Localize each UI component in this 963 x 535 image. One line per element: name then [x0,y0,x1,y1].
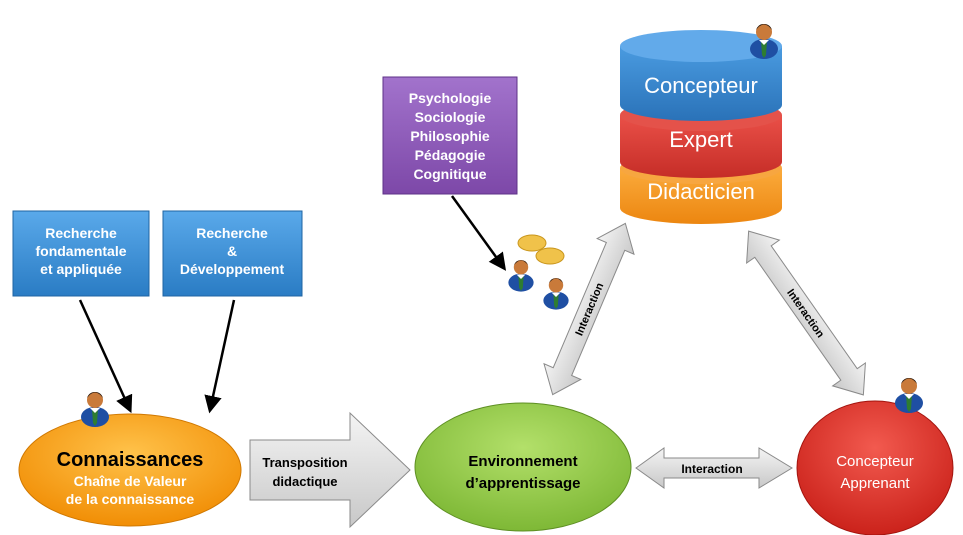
research-development-line-3: Développement [180,261,285,277]
stack-didacticien-label: Didacticien [647,179,755,204]
discipline-pedagogie: Pédagogie [415,147,486,163]
environnement-ellipse: Environnement d’apprentissage [414,402,632,532]
connaissances-title: Connaissances [57,449,204,471]
role-stack: Concepteur Expert Didacticien [620,30,782,224]
research-development-line-2: & [227,243,237,259]
interaction-arrow-right: Interaction [746,230,866,396]
person-icon [81,392,109,427]
apprenant-circle: Concepteur Apprenant [796,400,954,535]
stack-expert-label: Expert [669,127,733,152]
apprenant-line-2: Apprenant [840,475,910,492]
research-fundamental-line-2: fondamentale [35,243,126,259]
transposition-line-2: didactique [272,474,337,489]
transposition-arrow: Transposition didactique [249,411,411,529]
research-fundamental-line-3: et appliquée [40,261,122,277]
stack-concepteur-label: Concepteur [644,73,758,98]
connaissances-ellipse: Connaissances Chaîne de Valeur de la con… [18,413,242,527]
discipline-cognitique: Cognitique [413,166,486,182]
interaction-arrow-left: Interaction [543,222,635,396]
interaction-bottom-label: Interaction [681,462,742,476]
connector-research-development [204,299,236,414]
research-fundamental-line-1: Recherche [45,225,117,241]
discipline-psychologie: Psychologie [409,90,492,106]
discipline-sociologie: Sociologie [415,109,486,125]
research-development-line-1: Recherche [196,225,268,241]
discipline-philosophie: Philosophie [410,128,490,144]
environnement-line-1: Environnement [468,453,577,470]
transposition-line-1: Transposition [262,455,347,470]
research-fundamental-box: Recherche fondamentale et appliquée [12,210,150,297]
connaissances-line-2: de la connaissance [66,491,195,507]
discussion-group-icon [508,234,569,310]
environnement-line-2: d’apprentissage [465,475,580,492]
disciplines-box: Psychologie Sociologie Philosophie Pédag… [382,76,518,195]
apprenant-line-1: Concepteur [836,453,914,470]
person-icon [895,378,923,413]
interaction-arrow-bottom: Interaction [635,447,793,489]
connector-disciplines [450,195,507,271]
connector-research-fundamental [78,299,133,414]
research-development-box: Recherche & Développement [162,210,303,297]
connaissances-line-1: Chaîne de Valeur [74,473,187,489]
